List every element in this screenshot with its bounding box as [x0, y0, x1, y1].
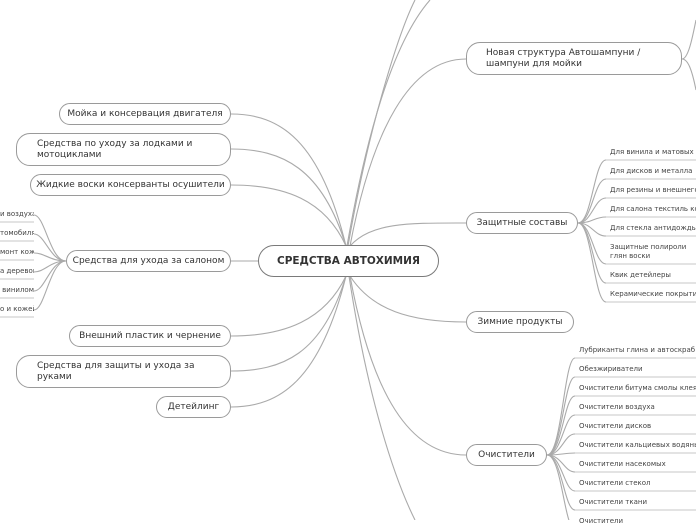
edge-winter: [349, 275, 467, 323]
salon-leaf-item[interactable]: монт кожи: [0, 248, 34, 256]
edge-engine: [230, 113, 347, 247]
edge-shampoo-out-2: [681, 58, 696, 91]
edge-salon-leaf-1: [33, 214, 67, 262]
edge-protective-leaf: [577, 222, 607, 303]
cleaner-leaf-item[interactable]: Очистители воздуха: [579, 403, 655, 411]
cleaner-leaf-item[interactable]: Очистители насекомых: [579, 460, 666, 468]
salon-leaf-item[interactable]: а деревом: [0, 267, 34, 275]
edge-cleaner-leaf: [546, 376, 576, 456]
protective-leaf-item[interactable]: Для винила и матовых по: [610, 148, 696, 156]
protective-leaf-item[interactable]: Защитные полироли глян воски: [610, 243, 687, 260]
edge-waxes: [230, 184, 347, 247]
protective-leaf-item[interactable]: Для салона текстиль кож: [610, 205, 696, 213]
protective-leaf-item[interactable]: Для стекла антидождь ан: [610, 224, 696, 232]
edge-salon-leaf-2: [33, 233, 67, 262]
cleaner-leaf-item[interactable]: Очистители дисков: [579, 422, 652, 430]
branch-detailing[interactable]: Детейлинг: [156, 396, 231, 418]
branch-winter-products[interactable]: Зимние продукты: [466, 311, 574, 333]
edge-protective-leaf: [577, 197, 607, 224]
edge-cleaner-leaf: [546, 454, 573, 526]
branch-exterior-plastic[interactable]: Внешний пластик и чернение: [69, 325, 231, 347]
edge-salon-leaf-6: [33, 260, 67, 311]
protective-leaf-item[interactable]: Для дисков и металла: [610, 167, 693, 175]
edge-cleaners: [349, 275, 467, 456]
branch-salon-care[interactable]: Средства для ухода за салоном: [66, 250, 231, 272]
branch-new-shampoo-structure[interactable]: Новая структура Автошампуни / шампуни дл…: [466, 42, 682, 75]
salon-leaf-item[interactable]: о и кожей: [0, 305, 34, 313]
edge-cleaner-leaf: [546, 414, 576, 456]
salon-leaf-item[interactable]: винилом: [2, 286, 34, 294]
salon-leaf-item[interactable]: томобиля: [0, 229, 34, 237]
protective-leaf-item[interactable]: Для резины и внешнего: [610, 186, 696, 194]
cleaner-leaf-item[interactable]: Очистители: [579, 517, 624, 525]
edge-cleaner-leaf: [546, 433, 576, 456]
cleaner-leaf-item[interactable]: Очистители стекол: [579, 479, 651, 487]
edge-offscreen-top-2: [346, 0, 431, 247]
edge-protective-leaf: [577, 222, 607, 284]
branch-hands-protection[interactable]: Средства для защиты и ухода за руками: [16, 355, 231, 388]
salon-leaf-item[interactable]: и воздуха: [0, 210, 34, 218]
branch-cleaners[interactable]: Очистители: [466, 444, 547, 466]
edge-boats: [230, 148, 347, 247]
edge-protective-leaf: [577, 159, 607, 224]
edge-offscreen-bottom: [348, 275, 416, 521]
edge-cleaner-leaf: [546, 357, 576, 456]
center-node[interactable]: СРЕДСТВА АВТОХИМИЯ: [258, 245, 439, 277]
branch-engine-care[interactable]: Мойка и консервация двигателя: [59, 103, 231, 125]
cleaner-leaf-item[interactable]: Лубриканты глина и автоскраб: [579, 346, 696, 354]
branch-liquid-waxes[interactable]: Жидкие воски консерванты осушители: [30, 174, 231, 196]
edge-protective: [349, 222, 467, 247]
edge-detailing: [230, 275, 347, 408]
cleaner-leaf-item[interactable]: Очистители ткани: [579, 498, 648, 506]
branch-boats-motorcycles[interactable]: Средства по уходу за лодками и мотоцикла…: [16, 133, 231, 166]
protective-leaf-item[interactable]: Квик детейлеры: [610, 271, 671, 279]
branch-protective[interactable]: Защитные составы: [466, 212, 578, 234]
edge-hands: [230, 275, 347, 372]
edge-shampoo-out-1: [681, 19, 696, 60]
cleaner-leaf-item[interactable]: Очистители кальциевых водяных: [579, 441, 696, 449]
edge-shampoo: [349, 58, 467, 247]
edge-protective-leaf: [577, 178, 607, 224]
edge-offscreen-top-1: [347, 0, 416, 247]
edge-plastic: [230, 275, 347, 337]
protective-leaf-item[interactable]: Керамические покрытия: [610, 290, 696, 298]
cleaner-leaf-item[interactable]: Обезжириватели: [579, 365, 643, 373]
cleaner-leaf-item[interactable]: Очистители битума смолы клея: [579, 384, 696, 392]
